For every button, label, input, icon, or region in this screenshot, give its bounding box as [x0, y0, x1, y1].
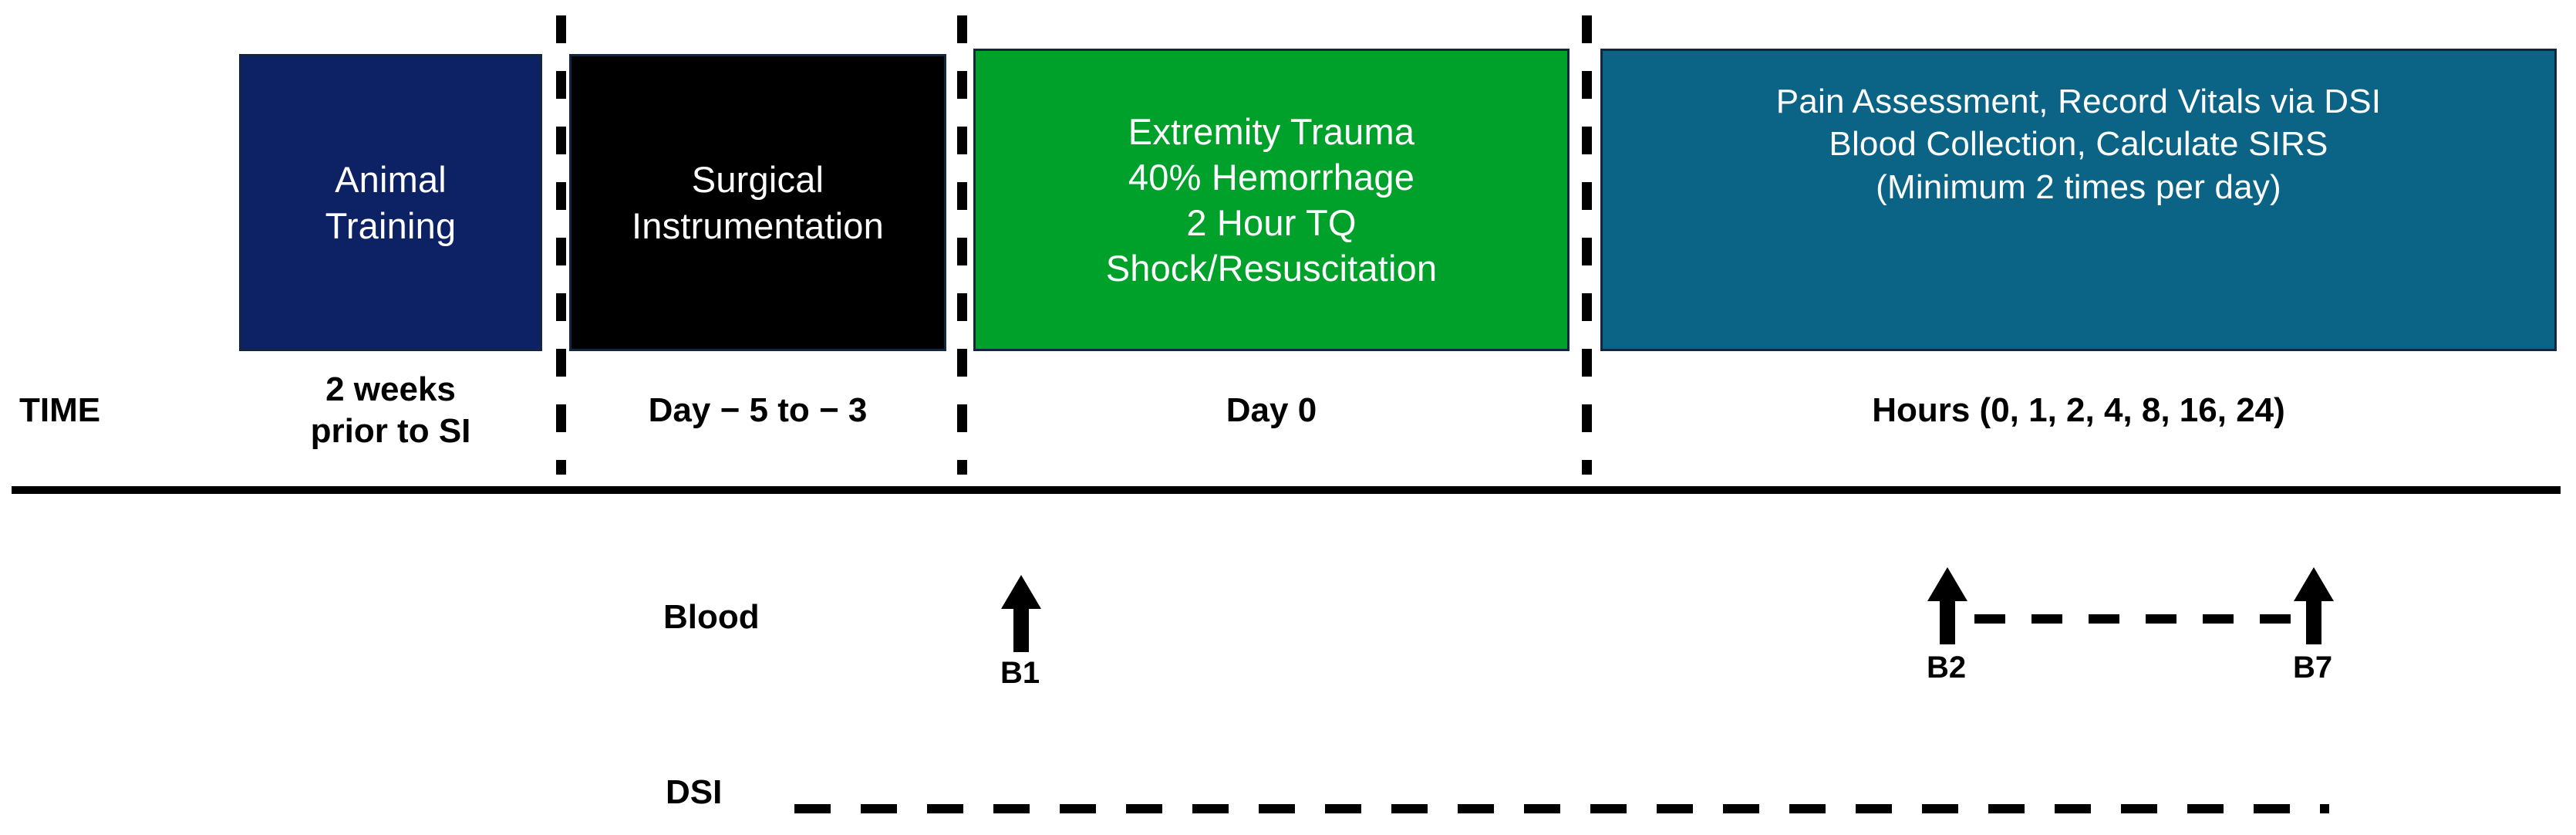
phase-box-line: 40% Hemorrhage [1128, 156, 1415, 198]
phase-divider-dashed-2 [957, 15, 967, 475]
phase-box-line: Training [325, 205, 457, 246]
blood-connector-dashed [1974, 614, 2297, 624]
phase-box-surgical-instrumentation: Surgical Instrumentation [569, 54, 946, 351]
phase-box-extremity-trauma: Extremity Trauma 40% Hemorrhage 2 Hour T… [973, 49, 1570, 351]
phase-box-animal-training: Animal Training [239, 54, 542, 351]
blood-arrow-up-icon-b7 [2291, 567, 2337, 644]
timeline-axis-line [12, 486, 2561, 494]
track-label-dsi: DSI [666, 773, 723, 811]
time-label-monitoring: Hours (0, 1, 2, 4, 8, 16, 24) [1872, 391, 2285, 429]
phase-box-line: Extremity Trauma [1128, 110, 1415, 152]
phase-box-line: Blood Collection, Calculate SIRS [1829, 125, 2328, 164]
blood-arrow-up-icon-b1 [998, 575, 1044, 652]
phase-divider-dashed-1 [556, 15, 566, 475]
phase-box-line: (Minimum 2 times per day) [1876, 167, 2281, 206]
dsi-connector-dashed [794, 804, 2329, 813]
phase-box-monitoring: Pain Assessment, Record Vitals via DSI B… [1600, 49, 2557, 351]
time-label-animal-training: 2 weeks prior to SI [310, 370, 471, 450]
phase-box-line: Pain Assessment, Record Vitals via DSI [1775, 83, 2382, 120]
phase-box-line: 2 Hour TQ [1186, 202, 1357, 243]
phase-box-line: Animal [335, 159, 447, 201]
phase-box-line: Shock/Resuscitation [1105, 248, 1438, 289]
track-label-blood: Blood [663, 598, 760, 636]
time-label-surgical-instrumentation: Day − 5 to − 3 [648, 391, 868, 429]
time-label-extremity-trauma: Day 0 [1226, 391, 1317, 429]
blood-marker-label-b7: B7 [2293, 651, 2333, 685]
phase-box-line: Instrumentation [632, 205, 884, 246]
blood-marker-label-b1: B1 [1000, 656, 1040, 690]
phase-divider-dashed-3 [1582, 15, 1592, 475]
blood-arrow-up-icon-b2 [1924, 567, 1971, 644]
blood-marker-label-b2: B2 [1927, 651, 1967, 685]
time-row-label: TIME [19, 391, 101, 429]
phase-box-line: Surgical [691, 159, 824, 201]
